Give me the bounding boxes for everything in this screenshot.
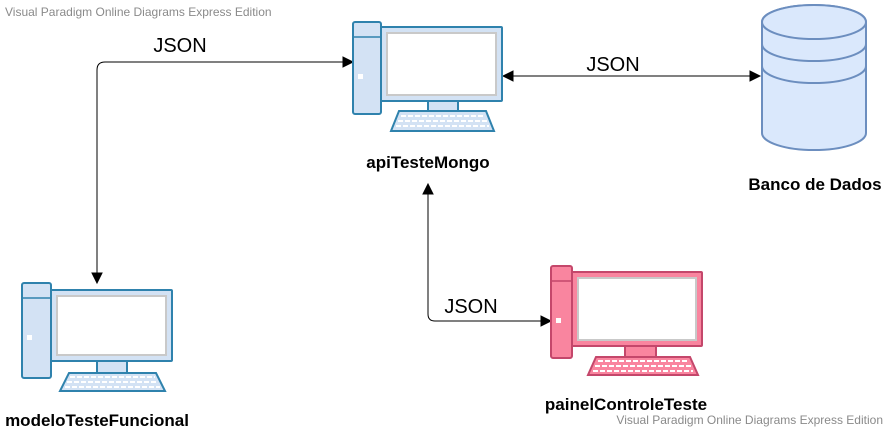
arrowhead-right-icon <box>342 56 355 68</box>
edge-modelo-api: JSON <box>91 35 355 285</box>
monitor-stand <box>427 100 459 112</box>
node-painel: painelControleTeste <box>545 265 707 414</box>
arrowhead-left-icon <box>501 70 514 82</box>
database-icon <box>761 4 867 151</box>
node-modelo: modeloTesteFuncional <box>5 282 189 429</box>
edge-api-painel: JSON <box>422 182 553 327</box>
node-api: apiTesteMongo <box>352 21 503 172</box>
arrowhead-up-icon <box>422 182 434 195</box>
database-ring <box>761 65 867 84</box>
arrowhead-right-icon <box>540 315 553 327</box>
computer-icon <box>21 282 173 392</box>
database-ring <box>761 43 867 62</box>
edge-modelo-api-line <box>96 61 344 276</box>
computer-icon <box>550 265 703 376</box>
node-database: Banco de Dados <box>748 4 882 194</box>
arrowhead-right-icon <box>749 70 762 82</box>
edge-api-painel-label: JSON <box>444 296 497 318</box>
computer-icon <box>352 21 503 132</box>
node-api-label: apiTesteMongo <box>366 153 489 172</box>
computer-screen <box>577 277 697 341</box>
computer-screen <box>386 32 497 96</box>
edge-api-database-label: JSON <box>586 54 639 76</box>
tower-power-button <box>358 74 363 79</box>
edge-modelo-api-label: JSON <box>153 35 206 57</box>
watermark-bottom-right: Visual Paradigm Online Diagrams Express … <box>616 413 883 427</box>
edge-api-painel-line <box>427 192 543 322</box>
monitor-stand <box>624 345 657 358</box>
watermark-top-left: Visual Paradigm Online Diagrams Express … <box>5 5 272 19</box>
arrowhead-down-icon <box>91 272 103 285</box>
computer-screen <box>56 295 167 356</box>
edge-api-database: JSON <box>501 54 762 82</box>
node-database-label: Banco de Dados <box>748 175 881 194</box>
tower-power-button <box>27 335 32 340</box>
computer-tower <box>550 265 573 359</box>
monitor-stand <box>96 360 128 374</box>
tower-power-button <box>556 318 561 323</box>
node-painel-label: painelControleTeste <box>545 395 707 414</box>
database-top <box>761 4 867 40</box>
node-modelo-label: modeloTesteFuncional <box>5 411 189 429</box>
computer-tower <box>352 21 382 115</box>
